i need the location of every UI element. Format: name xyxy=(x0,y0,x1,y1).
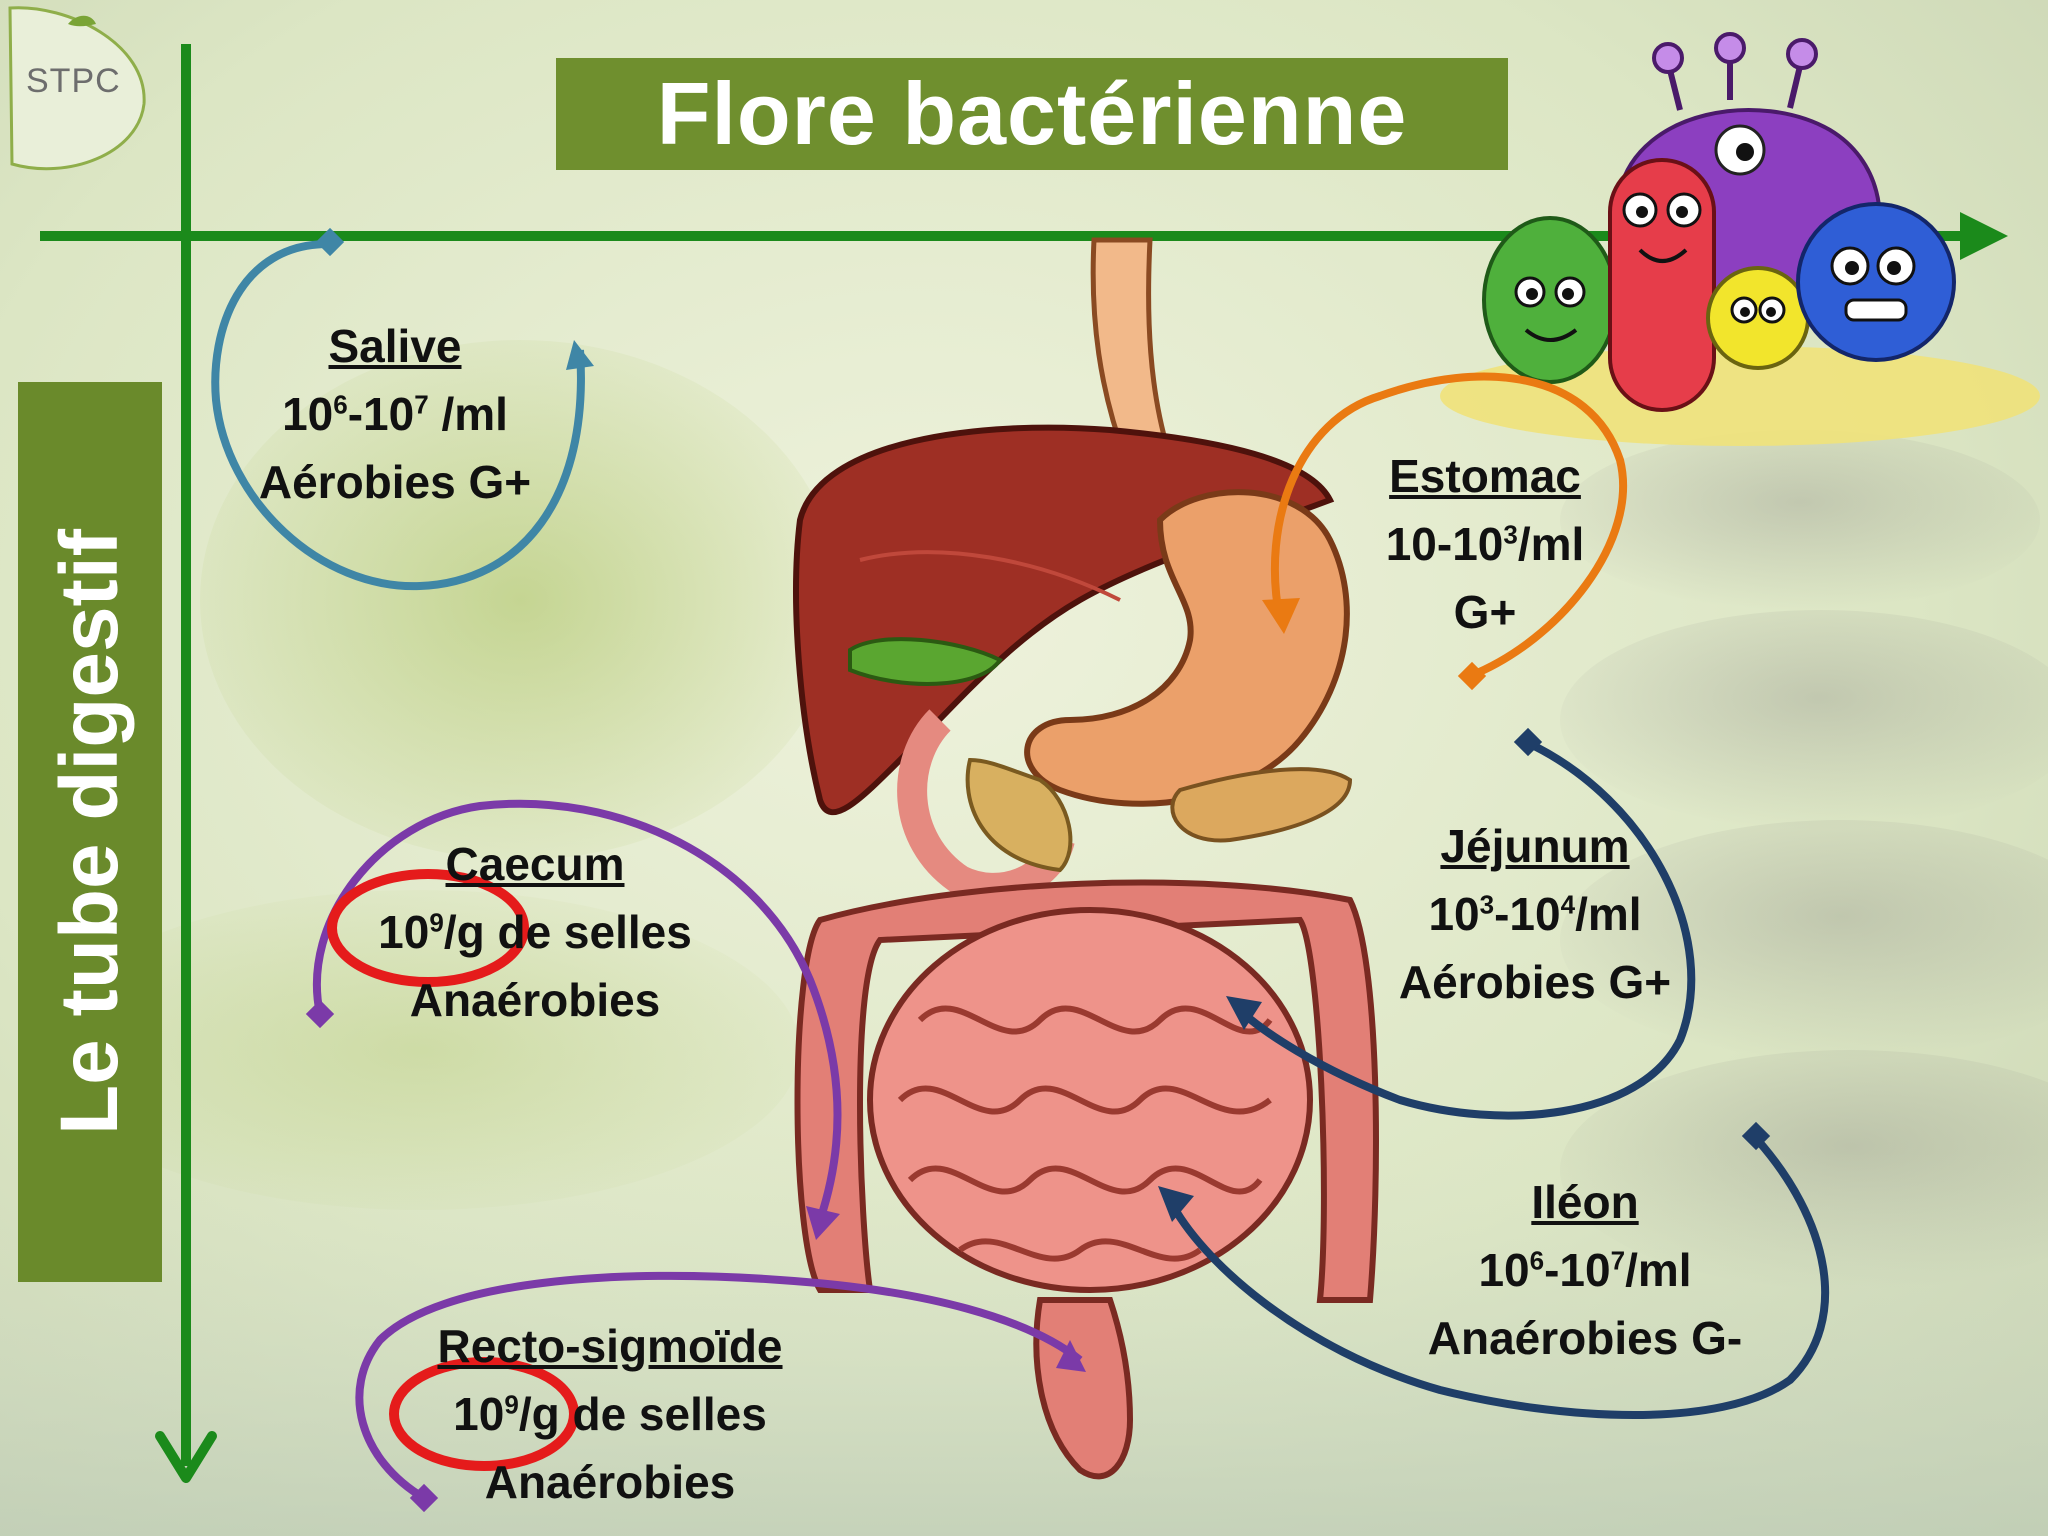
estomac-arrow xyxy=(1270,372,1628,680)
jejunum-type: Aérobies G+ xyxy=(1398,956,1672,1008)
jejunum-arrow xyxy=(1237,738,1696,1120)
caecum-highlight-circle xyxy=(327,869,529,987)
label-salive: Salive 106-107 /ml Aérobies G+ xyxy=(240,312,550,516)
estomac-title: Estomac xyxy=(1389,450,1581,502)
salive-title: Salive xyxy=(328,320,462,372)
stpc-logo: STPC xyxy=(8,4,148,172)
label-ileon: Iléon 106-107/ml Anaérobies G- xyxy=(1400,1168,1770,1372)
label-estomac: Estomac 10-103/ml G+ xyxy=(1340,442,1630,646)
side-label-box xyxy=(18,382,162,1282)
recto-type: Anaérobies xyxy=(484,1456,736,1508)
jejunum-count: 103-104/ml xyxy=(1428,888,1642,940)
label-recto: Recto-sigmoïde 109/g de selles Anaérobie… xyxy=(410,1312,810,1516)
ileon-count: 106-107/ml xyxy=(1478,1244,1692,1296)
caecum-type: Anaérobies xyxy=(409,974,661,1026)
recto-title: Recto-sigmoïde xyxy=(437,1320,783,1372)
recto-count: 109/g de selles xyxy=(453,1388,767,1440)
small-intestine-icon xyxy=(867,907,1313,1293)
recto-highlight-circle xyxy=(389,1357,579,1471)
caecum-arrowhead-icon xyxy=(806,1206,840,1240)
salive-count: 106-107 /ml xyxy=(282,388,508,440)
jejunum-arrowhead-icon xyxy=(1226,996,1262,1030)
yellow-bacteria-icon xyxy=(1706,266,1810,370)
gallbladder-icon xyxy=(848,637,1003,686)
salive-arrowhead-icon xyxy=(566,340,594,370)
red-bacteria-icon xyxy=(1608,158,1716,412)
pancreas-icon xyxy=(1170,767,1353,843)
jejunum-title: Jéjunum xyxy=(1440,820,1630,872)
vertical-axis-arrow-icon xyxy=(155,1431,217,1483)
label-jejunum: Jéjunum 103-104/ml Aérobies G+ xyxy=(1380,812,1690,1016)
logo-text: STPC xyxy=(26,62,121,100)
caecum-count: 109/g de selles xyxy=(378,906,692,958)
caecum-arrow xyxy=(312,799,842,1222)
slide-title: Flore bactérienne xyxy=(656,64,1408,163)
label-caecum: Caecum 109/g de selles Anaérobies xyxy=(340,830,730,1034)
caecum-title: Caecum xyxy=(445,838,625,890)
estomac-type: G+ xyxy=(1453,586,1517,638)
leaf-background xyxy=(200,340,840,860)
recto-arrow xyxy=(355,1271,1083,1502)
blue-bacteria-icon xyxy=(1796,202,1956,362)
recto-arrowhead-icon xyxy=(1056,1340,1086,1372)
ileon-arrowhead-icon xyxy=(1158,1186,1194,1222)
ileon-arrow xyxy=(1166,1133,1830,1419)
stomach-icon xyxy=(1024,489,1350,807)
salive-type: Aérobies G+ xyxy=(258,456,532,508)
large-intestine-icon xyxy=(794,879,1379,1303)
horizontal-axis-arrow-icon xyxy=(1960,212,2008,260)
estomac-count: 10-103/ml xyxy=(1385,518,1585,570)
estomac-arrowhead-icon xyxy=(1262,598,1300,634)
ileon-title: Iléon xyxy=(1531,1176,1639,1228)
ileon-type: Anaérobies G- xyxy=(1427,1312,1743,1364)
title-box: Flore bactérienne xyxy=(556,58,1508,170)
salive-arrow xyxy=(211,240,585,591)
